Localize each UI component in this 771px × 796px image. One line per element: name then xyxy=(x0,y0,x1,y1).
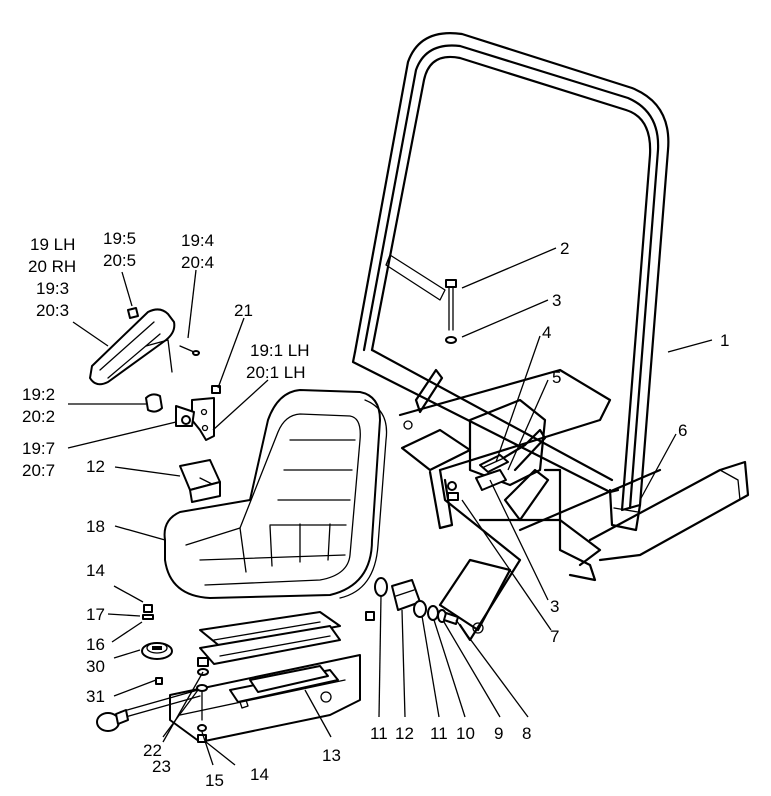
callout-4: 4 xyxy=(542,323,551,342)
callout-armrest-d: 20:3 xyxy=(36,301,69,320)
callout-9: 9 xyxy=(494,724,503,743)
hardware-stack xyxy=(365,577,459,625)
callout-1: 1 xyxy=(720,331,729,350)
callout-30: 30 xyxy=(86,657,105,676)
callout-5: 5 xyxy=(552,368,561,387)
callout-bolt-a: 19:4 xyxy=(181,231,214,250)
callout-31: 31 xyxy=(86,687,105,706)
callout-14-lower: 14 xyxy=(250,765,269,784)
callout-10: 10 xyxy=(456,724,475,743)
callout-bolt-b: 20:4 xyxy=(181,253,214,272)
callout-pivot-a: 19:7 xyxy=(22,439,55,458)
leader-lines xyxy=(67,247,713,766)
callout-armrest-a: 19 LH xyxy=(30,235,75,254)
frame xyxy=(398,368,750,642)
callout-21: 21 xyxy=(234,301,253,320)
callout-12-upper: 12 xyxy=(86,457,105,476)
bumper-block xyxy=(179,459,221,503)
callout-knob-a: 19:5 xyxy=(103,229,136,248)
callout-23: 23 xyxy=(152,757,171,776)
bolt-and-washer xyxy=(445,279,457,344)
latch-assembly xyxy=(447,454,509,501)
callout-7: 7 xyxy=(550,627,559,646)
callout-pivot-b: 20:7 xyxy=(22,461,55,480)
callout-11-right: 11 xyxy=(430,724,448,743)
seat xyxy=(163,389,388,599)
armrest xyxy=(89,307,200,386)
callout-13: 13 xyxy=(322,746,341,765)
seat-slides xyxy=(169,611,361,743)
callout-8: 8 xyxy=(522,724,531,743)
callout-bushing-a: 19:2 xyxy=(22,385,55,404)
callout-15: 15 xyxy=(205,771,224,790)
callout-knob-b: 20:5 xyxy=(103,251,136,270)
callout-labels: 1 2 3 4 5 6 3 7 8 9 10 11 12 11 13 21 19… xyxy=(22,229,729,790)
callout-12-lower: 12 xyxy=(395,724,414,743)
callout-armrest-b: 20 RH xyxy=(28,257,76,276)
callout-3-lower: 3 xyxy=(550,597,559,616)
roll-bar xyxy=(351,32,670,532)
callout-22: 22 xyxy=(143,741,162,760)
callout-3-upper: 3 xyxy=(552,291,561,310)
callout-bracket-b: 20:1 LH xyxy=(246,363,306,382)
callout-bushing-b: 20:2 xyxy=(22,407,55,426)
callout-2: 2 xyxy=(560,239,569,258)
callout-18: 18 xyxy=(86,517,105,536)
callout-17: 17 xyxy=(86,605,105,624)
armrest-bracket xyxy=(145,385,221,441)
callout-14-upper: 14 xyxy=(86,561,105,580)
callout-11-left: 11 xyxy=(370,724,388,743)
callout-armrest-c: 19:3 xyxy=(36,279,69,298)
callout-16: 16 xyxy=(86,635,105,654)
seat-hardware xyxy=(142,604,209,743)
callout-6: 6 xyxy=(678,421,687,440)
callout-bracket-a: 19:1 LH xyxy=(250,341,310,360)
